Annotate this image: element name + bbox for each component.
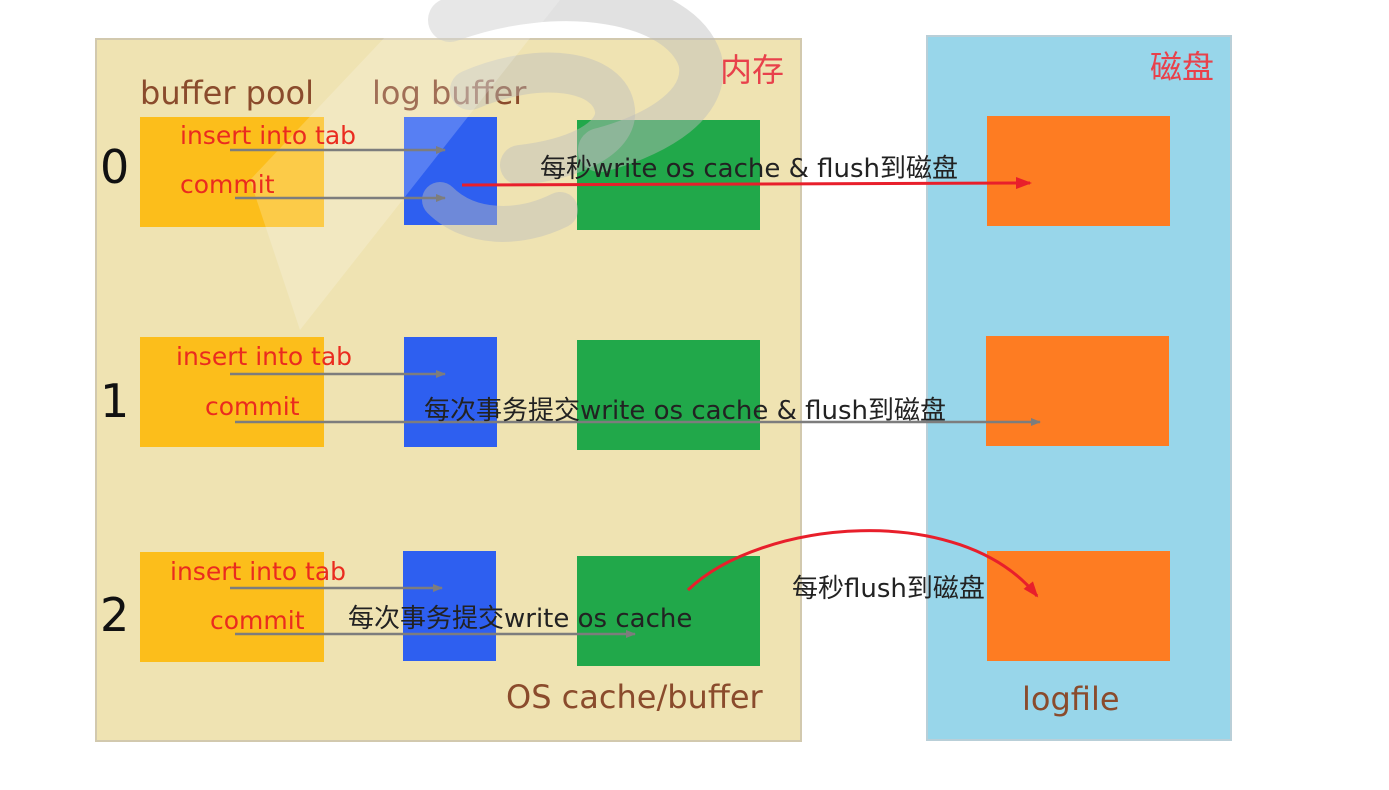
row-number: 1	[100, 374, 130, 428]
os-cache-box	[577, 120, 760, 230]
flush-arrow	[461, 177, 1032, 190]
row-annotation: 每秒write os cache & flush到磁盘	[540, 154, 959, 184]
commit-label: commit	[205, 392, 300, 421]
os-cache-label: OS cache/buffer	[506, 678, 763, 716]
logfile-label: logfile	[1022, 680, 1120, 718]
log-buffer-box	[403, 551, 496, 661]
commit-label: commit	[180, 170, 275, 199]
disk-title: 磁盘	[1150, 48, 1215, 86]
insert-label: insert into tab	[180, 121, 357, 150]
logfile-box	[987, 551, 1170, 661]
buffer-pool-label: buffer pool	[140, 74, 315, 112]
row-annotation: 每次事务提交write os cache	[348, 604, 693, 634]
buffer-pool-box	[140, 552, 324, 662]
memory-title: 内存	[720, 51, 785, 89]
commit-label: commit	[210, 606, 305, 635]
buffer-pool-box	[140, 337, 324, 447]
os-cache-box	[577, 340, 760, 450]
logfile-box	[986, 336, 1169, 446]
insert-label: insert into tab	[170, 557, 347, 586]
row-number: 0	[100, 140, 130, 194]
row-annotation: 每次事务提交write os cache & flush到磁盘	[424, 396, 947, 426]
log-buffer-box	[404, 337, 497, 447]
log-buffer-box	[404, 117, 497, 225]
flush-arrow	[686, 529, 1039, 598]
row-number: 2	[100, 588, 130, 642]
insert-label: insert into tab	[176, 342, 353, 371]
logfile-box	[987, 116, 1170, 226]
os-cache-box	[577, 556, 760, 666]
row-annotation-secondary: 每秒flush到磁盘	[792, 574, 985, 604]
log-buffer-label: log buffer	[372, 74, 527, 112]
buffer-pool-box	[140, 117, 324, 227]
